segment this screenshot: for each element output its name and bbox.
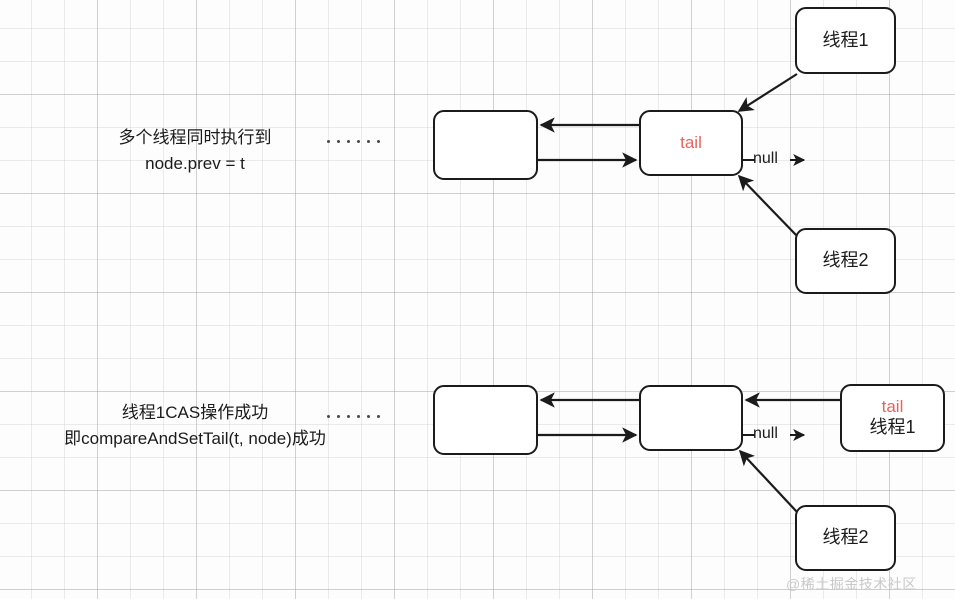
section-2-thread-2[interactable]: 线程2 [795, 505, 896, 571]
edge-s2-thread2-to-middle [738, 449, 798, 513]
section-2-tail-thread-1[interactable]: tail 线程1 [840, 384, 945, 452]
section-1-tail-label: tail [680, 132, 702, 152]
section-1-thread-1[interactable]: 线程1 [795, 7, 896, 74]
section-2-node-middle[interactable] [639, 385, 743, 451]
section-2-caption-line-1: 线程1CAS操作成功 [121, 403, 269, 422]
section-2-thread-2-label: 线程2 [822, 527, 869, 548]
section-2-null-label: null [753, 425, 778, 442]
section-1-caption: 多个线程同时执行到 node.prev = t [60, 125, 330, 176]
section-1-node-tail[interactable]: tail [639, 110, 743, 176]
section-1-thread-2[interactable]: 线程2 [795, 228, 896, 294]
section-1-ellipsis [327, 140, 380, 143]
section-1-null-label: null [753, 150, 778, 167]
edge-s1-thread2-to-tail [737, 174, 798, 237]
edge-s1-thread1-to-tail [737, 73, 798, 112]
section-2-ellipsis [327, 415, 380, 418]
watermark: @稀土掘金技术社区 [786, 576, 917, 592]
section-2-caption-line-2: 即compareAndSetTail(t, node)成功 [64, 428, 326, 448]
section-2-tail-label: tail [881, 397, 904, 416]
section-1-node-left[interactable] [433, 110, 538, 180]
section-2-caption: 线程1CAS操作成功 即compareAndSetTail(t, node)成功 [50, 400, 340, 451]
section-2-thread-1-label: 线程1 [869, 417, 916, 438]
section-1-thread-1-label: 线程1 [822, 29, 869, 50]
section-2-node-left[interactable] [433, 385, 538, 455]
section-1-caption-line-1: 多个线程同时执行到 [118, 128, 272, 147]
section-1-caption-line-2: node.prev = t [145, 153, 245, 173]
section-1-thread-2-label: 线程2 [822, 250, 869, 271]
